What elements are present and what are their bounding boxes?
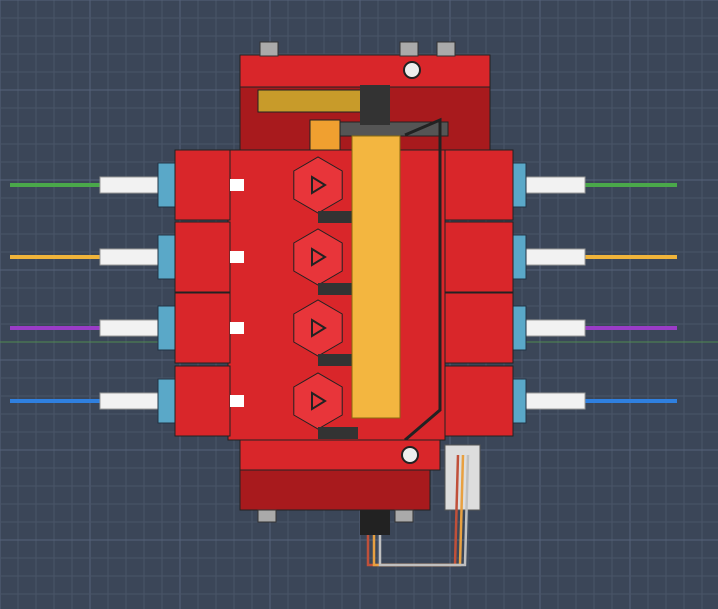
bottom-frame-body[interactable]	[239, 469, 431, 511]
mmu-assembly[interactable]	[99, 41, 586, 567]
idler-block-right[interactable]	[444, 149, 514, 221]
ptfe-tube-left	[99, 319, 161, 337]
small-gear	[309, 119, 341, 151]
tube-stub	[230, 395, 244, 407]
ptfe-tube-left	[99, 392, 161, 410]
play-triangle-icon	[311, 247, 327, 267]
fitting-left	[157, 378, 177, 424]
play-triangle-icon	[311, 391, 327, 411]
bolt-head	[259, 41, 279, 57]
idler-block-left[interactable]	[174, 292, 231, 364]
play-triangle-icon	[311, 175, 327, 195]
drive-gear	[318, 354, 358, 366]
screw-icon	[401, 446, 419, 464]
idler-block-right[interactable]	[444, 221, 514, 293]
tube-stub	[230, 251, 244, 263]
top-frame[interactable]	[239, 54, 491, 88]
fitting-left	[157, 305, 177, 351]
idler-block-right[interactable]	[444, 292, 514, 364]
gear-rack	[257, 89, 364, 113]
bolt-head	[399, 41, 419, 57]
yellow-shaft[interactable]	[351, 135, 401, 419]
bolt-head	[436, 41, 456, 57]
play-triangle-icon	[311, 318, 327, 338]
tube-stub	[230, 179, 244, 191]
connector	[360, 510, 390, 535]
idler-block-right[interactable]	[444, 365, 514, 437]
wire-2	[378, 454, 470, 567]
ptfe-tube-left	[99, 176, 161, 194]
screw-icon	[403, 61, 421, 79]
drive-gear	[318, 427, 358, 439]
fitting-left	[157, 162, 177, 208]
selector-arm	[404, 117, 442, 442]
idler-block-left[interactable]	[174, 149, 231, 221]
ptfe-tube-right	[521, 319, 586, 337]
fitting-left	[157, 234, 177, 280]
bolt-head	[394, 509, 414, 523]
ptfe-tube-right	[521, 248, 586, 266]
idler-block-left[interactable]	[174, 221, 231, 293]
bolt-head	[257, 509, 277, 523]
ptfe-tube-left	[99, 248, 161, 266]
ptfe-tube-right	[521, 176, 586, 194]
ptfe-tube-right	[521, 392, 586, 410]
drive-gear	[318, 211, 358, 223]
motor-coupler	[360, 85, 390, 125]
idler-block-left[interactable]	[174, 365, 231, 437]
tube-stub	[230, 322, 244, 334]
drive-gear	[318, 283, 358, 295]
